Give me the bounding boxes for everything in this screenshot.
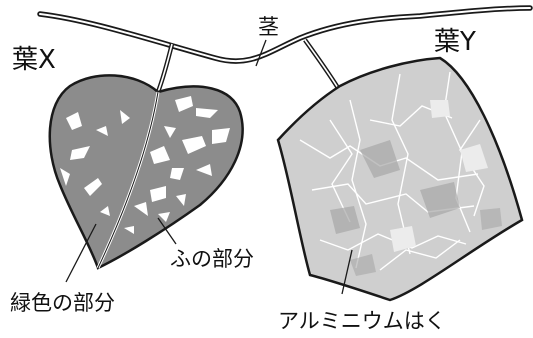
variegated-leader-line [157,217,177,245]
foil-creases [299,71,485,271]
leaf-y [276,56,524,302]
variegated-part-label: ふの部分 [170,247,254,271]
leader-lines [65,39,353,295]
stem-label: 茎 [258,15,279,39]
foil-shading [330,100,502,276]
aluminum-foil [276,56,524,302]
leaf-x-blade [48,74,244,270]
aluminum-foil-label: アルミニウムはく [278,309,446,333]
foil-leader-line [341,249,353,295]
stem [37,5,533,93]
green-part-leader-line [65,223,97,283]
stem-leader-line [255,39,267,67]
leaf-x [48,74,244,270]
variegation-patches [60,96,230,234]
leaf-x-label: 葉X [12,45,56,75]
green-part-label: 緑色の部分 [10,291,115,315]
leaf-y-label: 葉Y [434,27,476,57]
